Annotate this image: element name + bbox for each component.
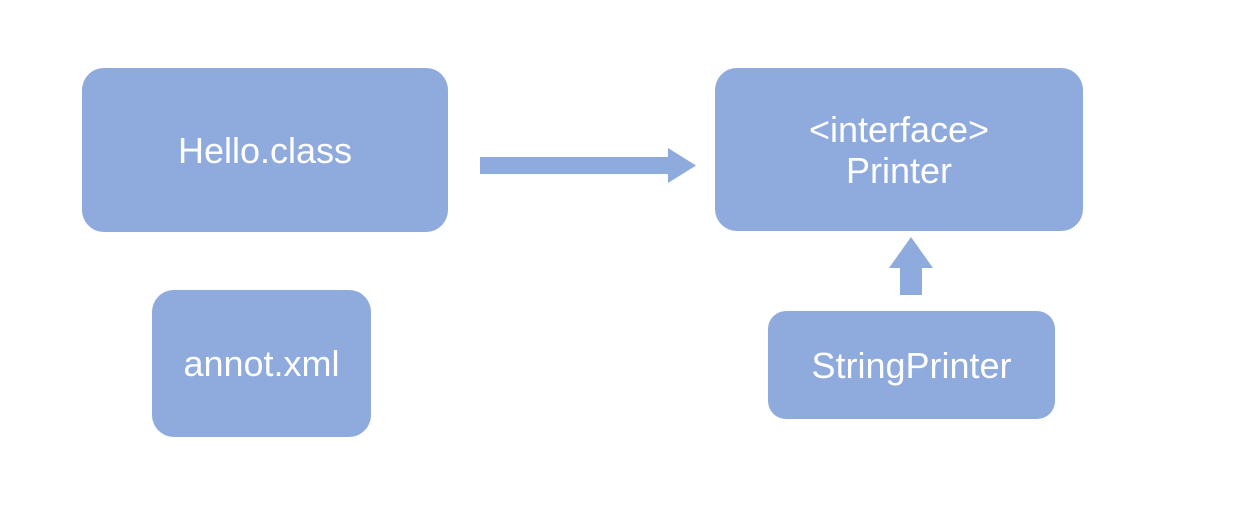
- node-annot-xml: annot.xml: [152, 290, 371, 437]
- arrow-up-head-icon: [889, 237, 933, 268]
- node-string-printer: StringPrinter: [768, 311, 1055, 419]
- node-printer-interface: <interface> Printer: [715, 68, 1083, 231]
- node-printer-interface-stereotype: <interface>: [808, 108, 990, 150]
- arrow-right-head-icon: [668, 148, 696, 183]
- node-string-printer-label: StringPrinter: [811, 344, 1012, 386]
- arrow-up-shaft: [900, 268, 922, 295]
- node-hello-class: Hello.class: [82, 68, 448, 232]
- node-annot-xml-label: annot.xml: [183, 343, 340, 384]
- node-hello-class-label: Hello.class: [177, 129, 353, 171]
- arrow-hello-to-printer: [480, 148, 696, 183]
- arrow-right-shaft: [480, 157, 670, 174]
- arrow-stringprinter-to-printer: [889, 237, 933, 295]
- node-printer-interface-name: Printer: [845, 149, 953, 191]
